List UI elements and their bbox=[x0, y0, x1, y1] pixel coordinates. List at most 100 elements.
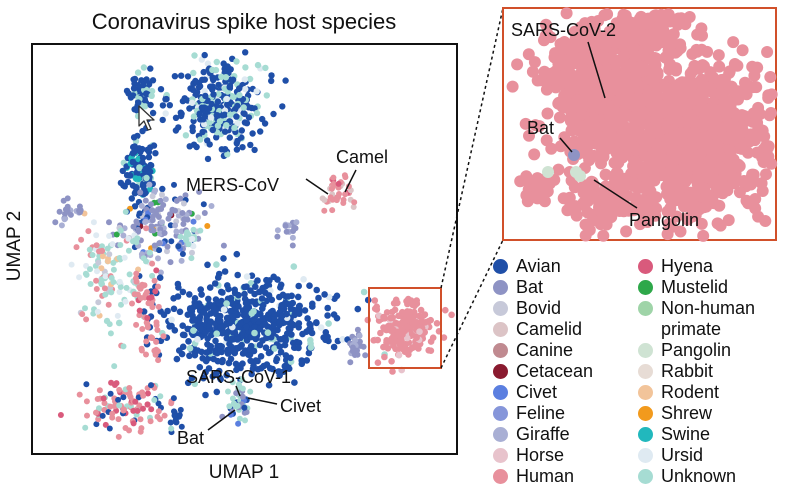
legend-item: Human bbox=[493, 466, 593, 487]
scatter-point bbox=[177, 233, 184, 240]
inset-annotation-pangolin-line bbox=[593, 179, 638, 209]
scatter-point bbox=[157, 269, 164, 276]
scatter-point bbox=[196, 363, 204, 371]
scatter-point bbox=[213, 134, 220, 141]
scatter-point bbox=[201, 121, 208, 128]
scatter-point bbox=[159, 185, 166, 193]
scatter-point bbox=[242, 49, 249, 56]
scatter-point bbox=[765, 107, 777, 119]
scatter-point bbox=[226, 319, 234, 327]
scatter-point bbox=[213, 261, 220, 268]
scatter-point bbox=[354, 305, 362, 313]
scatter-point bbox=[257, 128, 264, 135]
scatter-point bbox=[528, 148, 541, 161]
scatter-point bbox=[688, 60, 701, 73]
scatter-point bbox=[752, 210, 765, 223]
scatter-point bbox=[221, 146, 229, 153]
scatter-point bbox=[233, 250, 241, 258]
scatter-point bbox=[352, 337, 359, 344]
scatter-point bbox=[193, 89, 201, 96]
plot-frame bbox=[31, 43, 458, 455]
scatter-point bbox=[87, 266, 93, 273]
scatter-point bbox=[215, 367, 223, 375]
scatter-point bbox=[73, 244, 80, 251]
scatter-point bbox=[407, 299, 414, 307]
scatter-point bbox=[148, 223, 155, 230]
scatter-point bbox=[179, 251, 186, 257]
scatter-point bbox=[93, 242, 100, 249]
scatter-point bbox=[557, 192, 570, 205]
legend-label: Unknown bbox=[661, 466, 737, 486]
scatter-point bbox=[612, 148, 625, 161]
scatter-point bbox=[603, 25, 616, 38]
scatter-point bbox=[134, 407, 141, 414]
scatter-point bbox=[564, 59, 576, 72]
scatter-point bbox=[200, 68, 207, 76]
scatter-point bbox=[155, 255, 161, 262]
inset-annotation-sars2-line bbox=[587, 41, 606, 99]
scatter-point bbox=[132, 183, 140, 191]
scatter-point bbox=[225, 388, 231, 395]
scatter-point bbox=[202, 329, 209, 336]
scatter-point bbox=[148, 201, 154, 208]
scatter-point bbox=[362, 352, 369, 359]
scatter-point bbox=[226, 134, 233, 141]
scatter-point bbox=[274, 233, 281, 240]
scatter-point bbox=[591, 91, 604, 104]
scatter-point bbox=[132, 175, 140, 182]
legend-label: Non-human primate bbox=[661, 298, 756, 339]
scatter-point bbox=[144, 321, 151, 328]
scatter-point bbox=[176, 308, 184, 316]
scatter-point bbox=[201, 113, 209, 120]
scatter-point bbox=[96, 248, 102, 255]
scatter-point bbox=[562, 42, 575, 55]
scatter-point bbox=[289, 242, 296, 249]
scatter-point bbox=[130, 134, 138, 141]
annotation-civet: Civet bbox=[247, 396, 321, 416]
scatter-point bbox=[248, 370, 255, 378]
scatter-point bbox=[95, 416, 102, 423]
scatter-point bbox=[230, 93, 237, 101]
scatter-point bbox=[618, 17, 631, 30]
scatter-point bbox=[380, 313, 387, 321]
scatter-point bbox=[194, 336, 201, 343]
scatter-point bbox=[585, 15, 598, 28]
scatter-point bbox=[570, 166, 582, 178]
scatter-point bbox=[120, 394, 127, 401]
scatter-point bbox=[597, 229, 610, 242]
scatter-point bbox=[140, 64, 148, 71]
inset-scatter-points bbox=[506, 7, 778, 242]
scatter-point bbox=[416, 328, 423, 336]
scatter-point bbox=[213, 388, 221, 396]
scatter-point bbox=[649, 9, 662, 22]
scatter-point bbox=[204, 223, 211, 229]
scatter-point bbox=[416, 312, 423, 320]
scatter-point bbox=[177, 406, 184, 413]
scatter-point bbox=[321, 291, 328, 298]
scatter-point bbox=[95, 259, 102, 266]
scatter-point bbox=[606, 131, 619, 144]
scatter-point bbox=[289, 299, 297, 307]
scatter-point bbox=[133, 278, 140, 285]
scatter-point bbox=[173, 197, 180, 204]
scatter-point bbox=[137, 148, 144, 156]
legend-swatch bbox=[493, 343, 508, 358]
scatter-point bbox=[583, 154, 596, 167]
annotation-mers: MERS-CoV bbox=[186, 175, 329, 195]
scatter-point bbox=[242, 311, 250, 318]
scatter-point bbox=[247, 388, 254, 395]
scatter-point bbox=[52, 219, 59, 226]
scatter-point bbox=[148, 406, 155, 413]
scatter-point bbox=[219, 356, 226, 364]
scatter-point bbox=[246, 346, 253, 353]
scatter-point bbox=[155, 408, 162, 415]
scatter-point bbox=[85, 228, 92, 235]
scatter-point bbox=[276, 372, 284, 379]
scatter-point bbox=[108, 379, 115, 386]
scatter-point bbox=[713, 161, 726, 173]
scatter-point bbox=[166, 102, 173, 109]
scatter-point bbox=[649, 120, 662, 133]
legend-label: Shrew bbox=[661, 403, 713, 423]
scatter-point bbox=[110, 259, 117, 266]
